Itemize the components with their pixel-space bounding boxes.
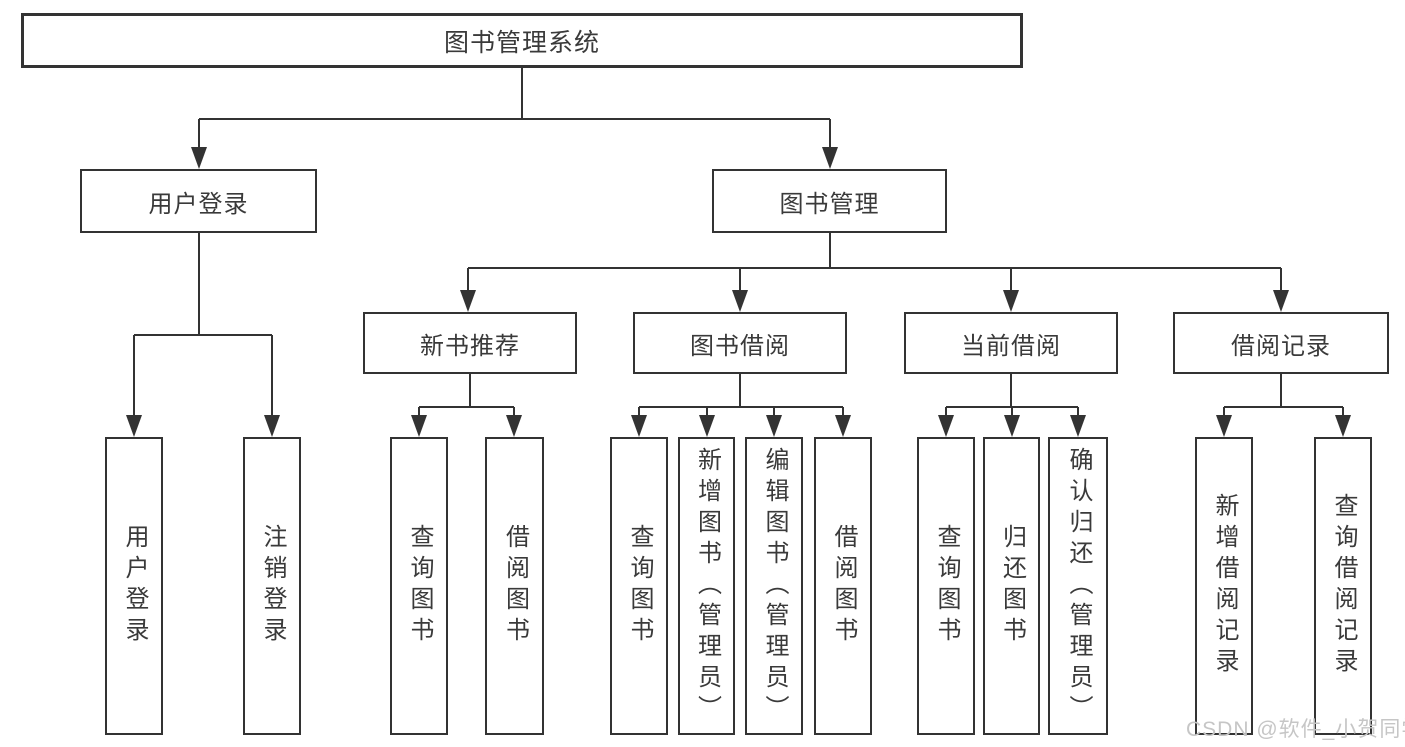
arrowheads <box>126 147 1351 437</box>
leaf-label: 查询图书 <box>626 524 653 648</box>
connector-paths <box>133 68 1344 418</box>
node-book-borrow: 图书借阅 <box>633 312 847 374</box>
leaf-records-add-record: 新增借阅记录 <box>1195 437 1253 735</box>
node-library-management-system: 图书管理系统 <box>21 13 1023 68</box>
leaf-label: 借阅图书 <box>501 524 529 648</box>
node-user-login: 用户登录 <box>80 169 317 233</box>
leaf-recommend-query-books: 查询图书 <box>390 437 448 735</box>
leaf-label: 借阅图书 <box>830 524 857 648</box>
leaf-label: 查询图书 <box>933 524 960 648</box>
node-label: 当前借阅 <box>961 332 1061 360</box>
leaf-user-login: 用户登录 <box>105 437 163 735</box>
node-label: 用户登录 <box>148 190 249 218</box>
leaf-label: 新增借阅记录 <box>1211 493 1238 679</box>
node-new-book-recommend: 新书推荐 <box>363 312 577 374</box>
leaf-recommend-borrow-books: 借阅图书 <box>485 437 544 735</box>
leaf-current-return-books: 归还图书 <box>983 437 1040 735</box>
leaf-borrow-query-books: 查询图书 <box>610 437 668 735</box>
node-label: 图书管理系统 <box>443 28 600 57</box>
leaf-label: 查询借阅记录 <box>1330 493 1357 679</box>
leaf-label: 新增图书（管理员） <box>693 446 721 726</box>
node-label: 图书借阅 <box>690 332 790 360</box>
leaf-logout-login: 注销登录 <box>243 437 301 735</box>
leaf-label: 用户登录 <box>121 524 148 648</box>
leaf-label: 注销登录 <box>259 524 286 648</box>
leaf-label: 归还图书 <box>998 524 1026 648</box>
node-label: 新书推荐 <box>420 332 520 360</box>
leaf-borrow-add-books-admin: 新增图书（管理员） <box>678 437 735 735</box>
csdn-watermark: CSDN @软件_小贺同学 <box>1186 718 1405 741</box>
node-label: 图书管理 <box>779 190 880 218</box>
node-book-management: 图书管理 <box>712 169 947 233</box>
node-label: 借阅记录 <box>1231 332 1331 360</box>
node-current-borrow: 当前借阅 <box>904 312 1118 374</box>
leaf-label: 查询图书 <box>406 524 433 648</box>
leaf-borrow-edit-books-admin: 编辑图书（管理员） <box>745 437 803 735</box>
leaf-records-query-record: 查询借阅记录 <box>1314 437 1372 735</box>
leaf-label: 编辑图书（管理员） <box>761 446 788 726</box>
leaf-current-query-books: 查询图书 <box>917 437 975 735</box>
leaf-borrow-borrow-books: 借阅图书 <box>814 437 872 735</box>
leaf-label: 确认归还（管理员） <box>1065 446 1092 726</box>
node-borrow-records: 借阅记录 <box>1173 312 1389 374</box>
leaf-current-confirm-return-admin: 确认归还（管理员） <box>1048 437 1108 735</box>
